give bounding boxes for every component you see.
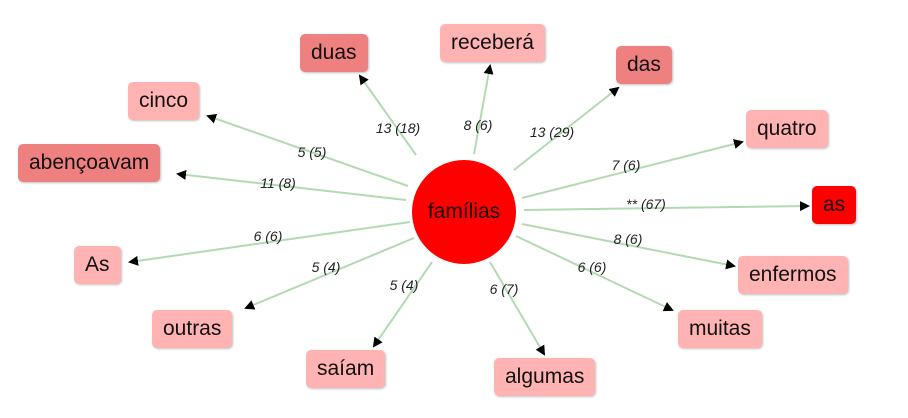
node-outras[interactable]: outras xyxy=(152,310,233,348)
edge-outras xyxy=(244,237,415,310)
center-node-familias[interactable]: famílias xyxy=(412,160,516,264)
edge-enfermos xyxy=(521,223,736,270)
edge-das xyxy=(513,86,620,171)
edge-label-das: 13 (29) xyxy=(530,124,574,140)
node-abencoavam[interactable]: abençoavam xyxy=(18,144,161,182)
node-muitas[interactable]: muitas xyxy=(678,310,762,348)
edge-quatro xyxy=(521,139,744,199)
edge-abencoavam xyxy=(176,169,407,201)
node-saiam[interactable]: saíam xyxy=(306,350,386,388)
edge-as-lower xyxy=(523,201,810,212)
edge-label-muitas: 6 (6) xyxy=(578,259,607,275)
edge-label-enfermos: 8 (6) xyxy=(614,231,643,247)
edge-algumas xyxy=(489,261,546,356)
edge-label-as-lower: ** (67) xyxy=(626,196,666,212)
node-as-upper[interactable]: As xyxy=(74,246,121,284)
edge-as-upper xyxy=(128,221,411,266)
edge-label-outras: 5 (4) xyxy=(312,259,341,275)
edge-label-algumas: 6 (7) xyxy=(490,281,519,297)
edge-muitas xyxy=(515,235,674,312)
edge-recebera xyxy=(473,64,494,155)
node-das[interactable]: das xyxy=(616,46,672,84)
node-as-lower[interactable]: as xyxy=(812,186,857,224)
edge-saiam xyxy=(372,261,433,348)
node-algumas[interactable]: algumas xyxy=(494,358,596,396)
edge-duas xyxy=(358,74,417,156)
edge-label-saiam: 5 (4) xyxy=(390,277,419,293)
edge-label-cinco: 5 (5) xyxy=(298,144,327,160)
node-quatro[interactable]: quatro xyxy=(746,110,828,148)
edge-label-quatro: 7 (6) xyxy=(612,157,641,173)
edge-cinco xyxy=(206,113,409,187)
node-cinco[interactable]: cinco xyxy=(128,82,200,120)
edge-label-recebera: 8 (6) xyxy=(464,117,493,133)
node-enfermos[interactable]: enfermos xyxy=(738,256,848,294)
edge-label-as-upper: 6 (6) xyxy=(254,228,283,244)
edge-label-abencoavam: 11 (8) xyxy=(260,175,296,191)
edge-label-duas: 13 (18) xyxy=(376,120,420,136)
node-recebera[interactable]: receberá xyxy=(440,24,545,62)
node-duas[interactable]: duas xyxy=(300,34,368,72)
